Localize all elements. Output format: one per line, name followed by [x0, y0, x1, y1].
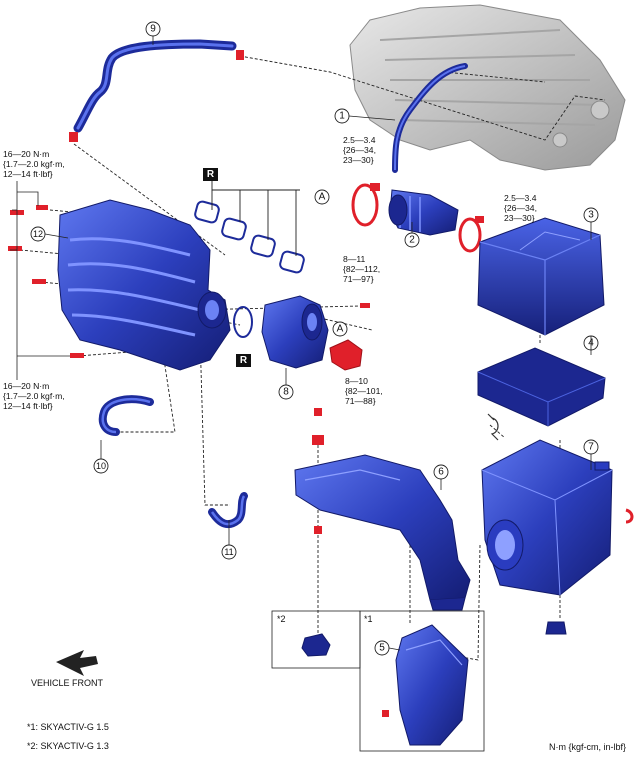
resonator-13 — [301, 633, 331, 657]
r-badge-gaskets — [203, 168, 218, 181]
callout-1: 1 — [339, 111, 345, 122]
svg-text:{26—34,: {26—34, — [343, 145, 376, 155]
svg-text:8—11: 8—11 — [343, 254, 366, 264]
throttle-body — [261, 295, 370, 371]
footnote-2: *2: SKYACTIV-G 1.3 — [27, 741, 109, 751]
r-badge-label-gaskets: R — [207, 169, 215, 180]
svg-text:2.5—3.4: 2.5—3.4 — [343, 135, 376, 145]
footnote-1: *1: SKYACTIV-G 1.5 — [27, 722, 109, 732]
water-hose-11 — [208, 492, 248, 529]
grommet-bottom — [545, 621, 567, 635]
callout-markers — [30, 21, 599, 656]
hose-clip-top — [236, 50, 244, 60]
air-hose — [388, 189, 459, 236]
callout-12: 12 — [33, 229, 43, 239]
svg-text:2.5—3.4: 2.5—3.4 — [504, 193, 537, 203]
svg-text:12—14 ft·lbf}: 12—14 ft·lbf} — [3, 401, 53, 411]
r-badge-label-throttle: R — [240, 355, 248, 366]
callout-8: 8 — [283, 387, 289, 398]
inset-label-left: *2 — [277, 614, 286, 624]
hose-clip-bottom — [69, 132, 78, 142]
air-cleaner-cover — [477, 217, 605, 336]
torque-clamp-right: 2.5—3.4 {26—34, 23—30} — [504, 193, 537, 223]
svg-text:{82—101,: {82—101, — [345, 386, 383, 396]
callout-6: 6 — [438, 467, 444, 478]
torque-throttle-bolt: 8—11 {82—112, 71—97} — [343, 254, 380, 284]
torque-manifold-bottom: 16—20 N·m {1.7—2.0 kgf·m, 12—14 ft·lbf} — [3, 381, 65, 411]
intake-manifold — [57, 199, 231, 371]
air-cleaner-element — [477, 347, 606, 427]
svg-text:8—10: 8—10 — [345, 376, 368, 386]
svg-text:{82—112,: {82—112, — [343, 264, 380, 274]
svg-text:{1.7—2.0 kgf·m,: {1.7—2.0 kgf·m, — [3, 159, 65, 169]
callout-10: 10 — [96, 461, 106, 471]
inset-label-right: *1 — [364, 614, 373, 624]
svg-text:12—14 ft·lbf}: 12—14 ft·lbf} — [3, 169, 53, 179]
callout-2: 2 — [409, 235, 415, 246]
ventilation-hose — [392, 63, 468, 173]
svg-text:23—30}: 23—30} — [504, 213, 535, 223]
rotate-arrow-icon — [487, 413, 499, 441]
torque-clamp-top: 2.5—3.4 {26—34, 23—30} — [343, 135, 376, 165]
svg-text:16—20 N·m: 16—20 N·m — [3, 149, 49, 159]
vehicle-front-label: VEHICLE FRONT — [31, 678, 104, 688]
callout-a-upper: A — [319, 192, 326, 203]
callout-4: 4 — [588, 338, 594, 349]
gasket-bracket-lines — [211, 178, 300, 256]
r-badge-throttle-gasket — [236, 354, 251, 367]
engine-block — [349, 4, 626, 171]
callout-7: 7 — [588, 442, 594, 453]
callout-5: 5 — [379, 643, 385, 654]
svg-text:71—88}: 71—88} — [345, 396, 376, 406]
hose-clamp-left — [351, 183, 380, 227]
callout-3: 3 — [588, 210, 594, 221]
fresh-air-duct — [294, 454, 471, 611]
bracket-bolt — [312, 408, 324, 534]
air-cleaner-case — [481, 439, 613, 596]
callout-11: 11 — [224, 547, 233, 557]
pcv-hose — [69, 39, 244, 142]
vehicle-front-arrow-icon — [56, 650, 98, 676]
torque-manifold-top: 16—20 N·m {1.7—2.0 kgf·m, 12—14 ft·lbf} — [3, 149, 65, 179]
water-hose-10 — [98, 395, 154, 436]
svg-text:71—97}: 71—97} — [343, 274, 374, 284]
svg-text:16—20 N·m: 16—20 N·m — [3, 381, 49, 391]
torque-bracket-left — [10, 181, 70, 380]
intake-gaskets — [194, 200, 305, 274]
svg-text:{1.7—2.0 kgf·m,: {1.7—2.0 kgf·m, — [3, 391, 65, 401]
throttle-gasket — [233, 306, 253, 338]
clip-icon — [625, 508, 634, 524]
torque-bracket-bolt: 8—10 {82—101, 71—88} — [345, 376, 383, 406]
inset-box — [271, 610, 485, 752]
svg-text:{26—34,: {26—34, — [504, 203, 537, 213]
callout-a-lower: A — [337, 324, 344, 335]
callout-leaders — [44, 36, 592, 651]
svg-text:23—30}: 23—30} — [343, 155, 374, 165]
units-legend: N·m {kgf-cm, in-lbf} — [549, 742, 626, 752]
resonator-15 — [382, 624, 469, 746]
callout-9: 9 — [150, 24, 156, 35]
hose-clamp-right — [458, 216, 484, 253]
